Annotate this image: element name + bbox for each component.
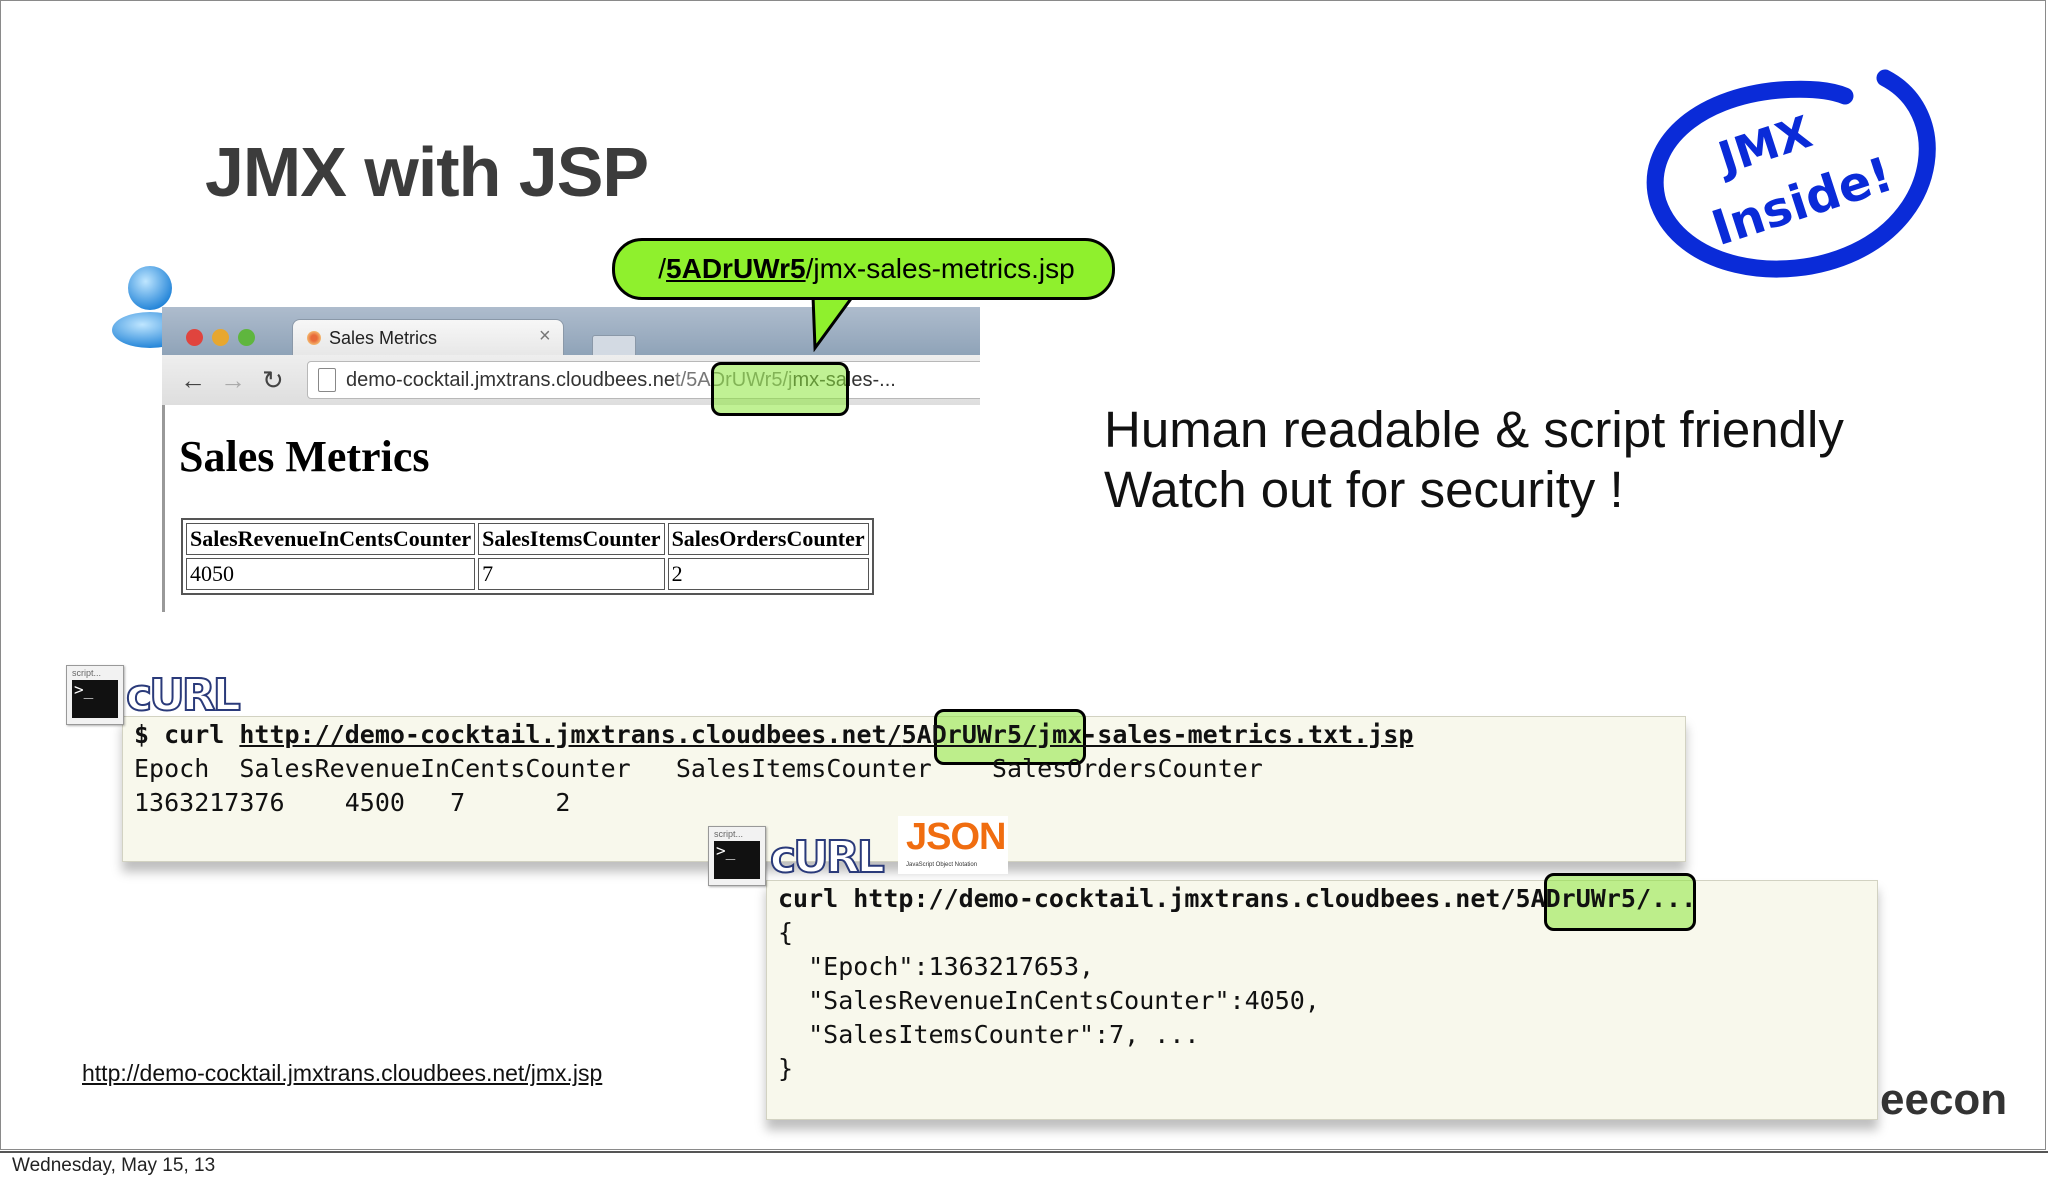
browser-page: Sales Metrics SalesRevenueInCentsCounter… [162, 405, 980, 612]
table-cell: 4050 [186, 558, 476, 590]
table-cell: 2 [667, 558, 869, 590]
bullet-item: Human readable & script friendly [1104, 401, 1844, 458]
json-line: } [778, 1054, 794, 1083]
json-line: "Epoch":1363217653, [778, 952, 1095, 981]
bullet-list: Human readable & script friendly Watch o… [1104, 400, 1844, 520]
reload-icon[interactable]: ↻ [262, 365, 284, 395]
new-tab-button[interactable] [592, 335, 636, 357]
terminal-icon: script... >_ [708, 826, 766, 886]
bullet-item: Watch out for security ! [1104, 461, 1624, 518]
table-header: SalesItemsCounter [478, 523, 665, 555]
bubble-tail [811, 296, 857, 352]
footer-date: Wednesday, May 15, 13 [12, 1155, 216, 1176]
url-token-highlight [711, 362, 849, 416]
tab-close-icon[interactable]: × [539, 325, 551, 347]
browser-tab[interactable]: Sales Metrics × [292, 319, 564, 358]
page-heading: Sales Metrics [179, 432, 430, 481]
json-token-highlight [1544, 873, 1696, 931]
browser-window: Sales Metrics × ← → ↻ demo-cocktail.jmxt… [162, 307, 980, 612]
terminal-icon: script... >_ [66, 665, 124, 725]
jmx-jsp-link[interactable]: http://demo-cocktail.jmxtrans.cloudbees.… [82, 1060, 603, 1086]
tab-favicon-icon [307, 331, 321, 345]
browser-toolbar: ← → ↻ demo-cocktail.jmxtrans.cloudbees.n… [162, 355, 980, 406]
slide-bottom-divider [0, 1151, 2048, 1153]
curl-logo-icon: cURL [769, 831, 886, 884]
back-arrow-icon[interactable]: ← [180, 365, 206, 395]
page-icon [318, 368, 336, 392]
tab-title: Sales Metrics [329, 328, 438, 348]
forward-arrow-icon[interactable]: → [220, 365, 246, 395]
curl-token-highlight [934, 709, 1086, 765]
browser-titlebar: Sales Metrics × [162, 307, 980, 358]
zoom-window-icon[interactable] [238, 329, 255, 346]
address-bar[interactable]: demo-cocktail.jmxtrans.cloudbees.net/5AD… [307, 361, 980, 399]
slide-title: JMX with JSP [205, 133, 649, 211]
close-window-icon[interactable] [186, 329, 203, 346]
json-logo-icon: JSON JavaScript Object Notation [898, 816, 1008, 874]
table-header: SalesRevenueInCentsCounter [186, 523, 476, 555]
jmx-inside-badge-icon: JMX Inside! [1646, 69, 1936, 278]
sales-metrics-table: SalesRevenueInCentsCounter SalesItemsCou… [181, 518, 874, 595]
json-line: "SalesRevenueInCentsCounter":4050, [778, 986, 1320, 1015]
minimize-window-icon[interactable] [212, 329, 229, 346]
curl-output-values: 1363217376 4500 7 2 [134, 788, 571, 817]
curl-output-header: Epoch SalesRevenueInCentsCounter SalesIt… [134, 754, 1263, 783]
curl-logo-icon: cURL [125, 669, 242, 722]
brand-logo-fragment: eecon [1880, 1075, 2008, 1124]
json-line: { [778, 918, 794, 947]
bubble-text: /5ADrUWr5/jmx-sales-metrics.jsp [658, 253, 1075, 284]
table-header: SalesOrdersCounter [667, 523, 869, 555]
slide-frame [0, 0, 2046, 1150]
table-cell: 7 [478, 558, 665, 590]
table-row: 4050 7 2 [186, 558, 869, 590]
curl-command-line: $ curl http://demo-cocktail.jmxtrans.clo… [134, 720, 1414, 749]
json-line: "SalesItemsCounter":7, ... [778, 1020, 1200, 1049]
url-callout-bubble: /5ADrUWr5/jmx-sales-metrics.jsp [612, 238, 1115, 300]
json-command-line: curl http://demo-cocktail.jmxtrans.cloud… [778, 884, 1697, 913]
